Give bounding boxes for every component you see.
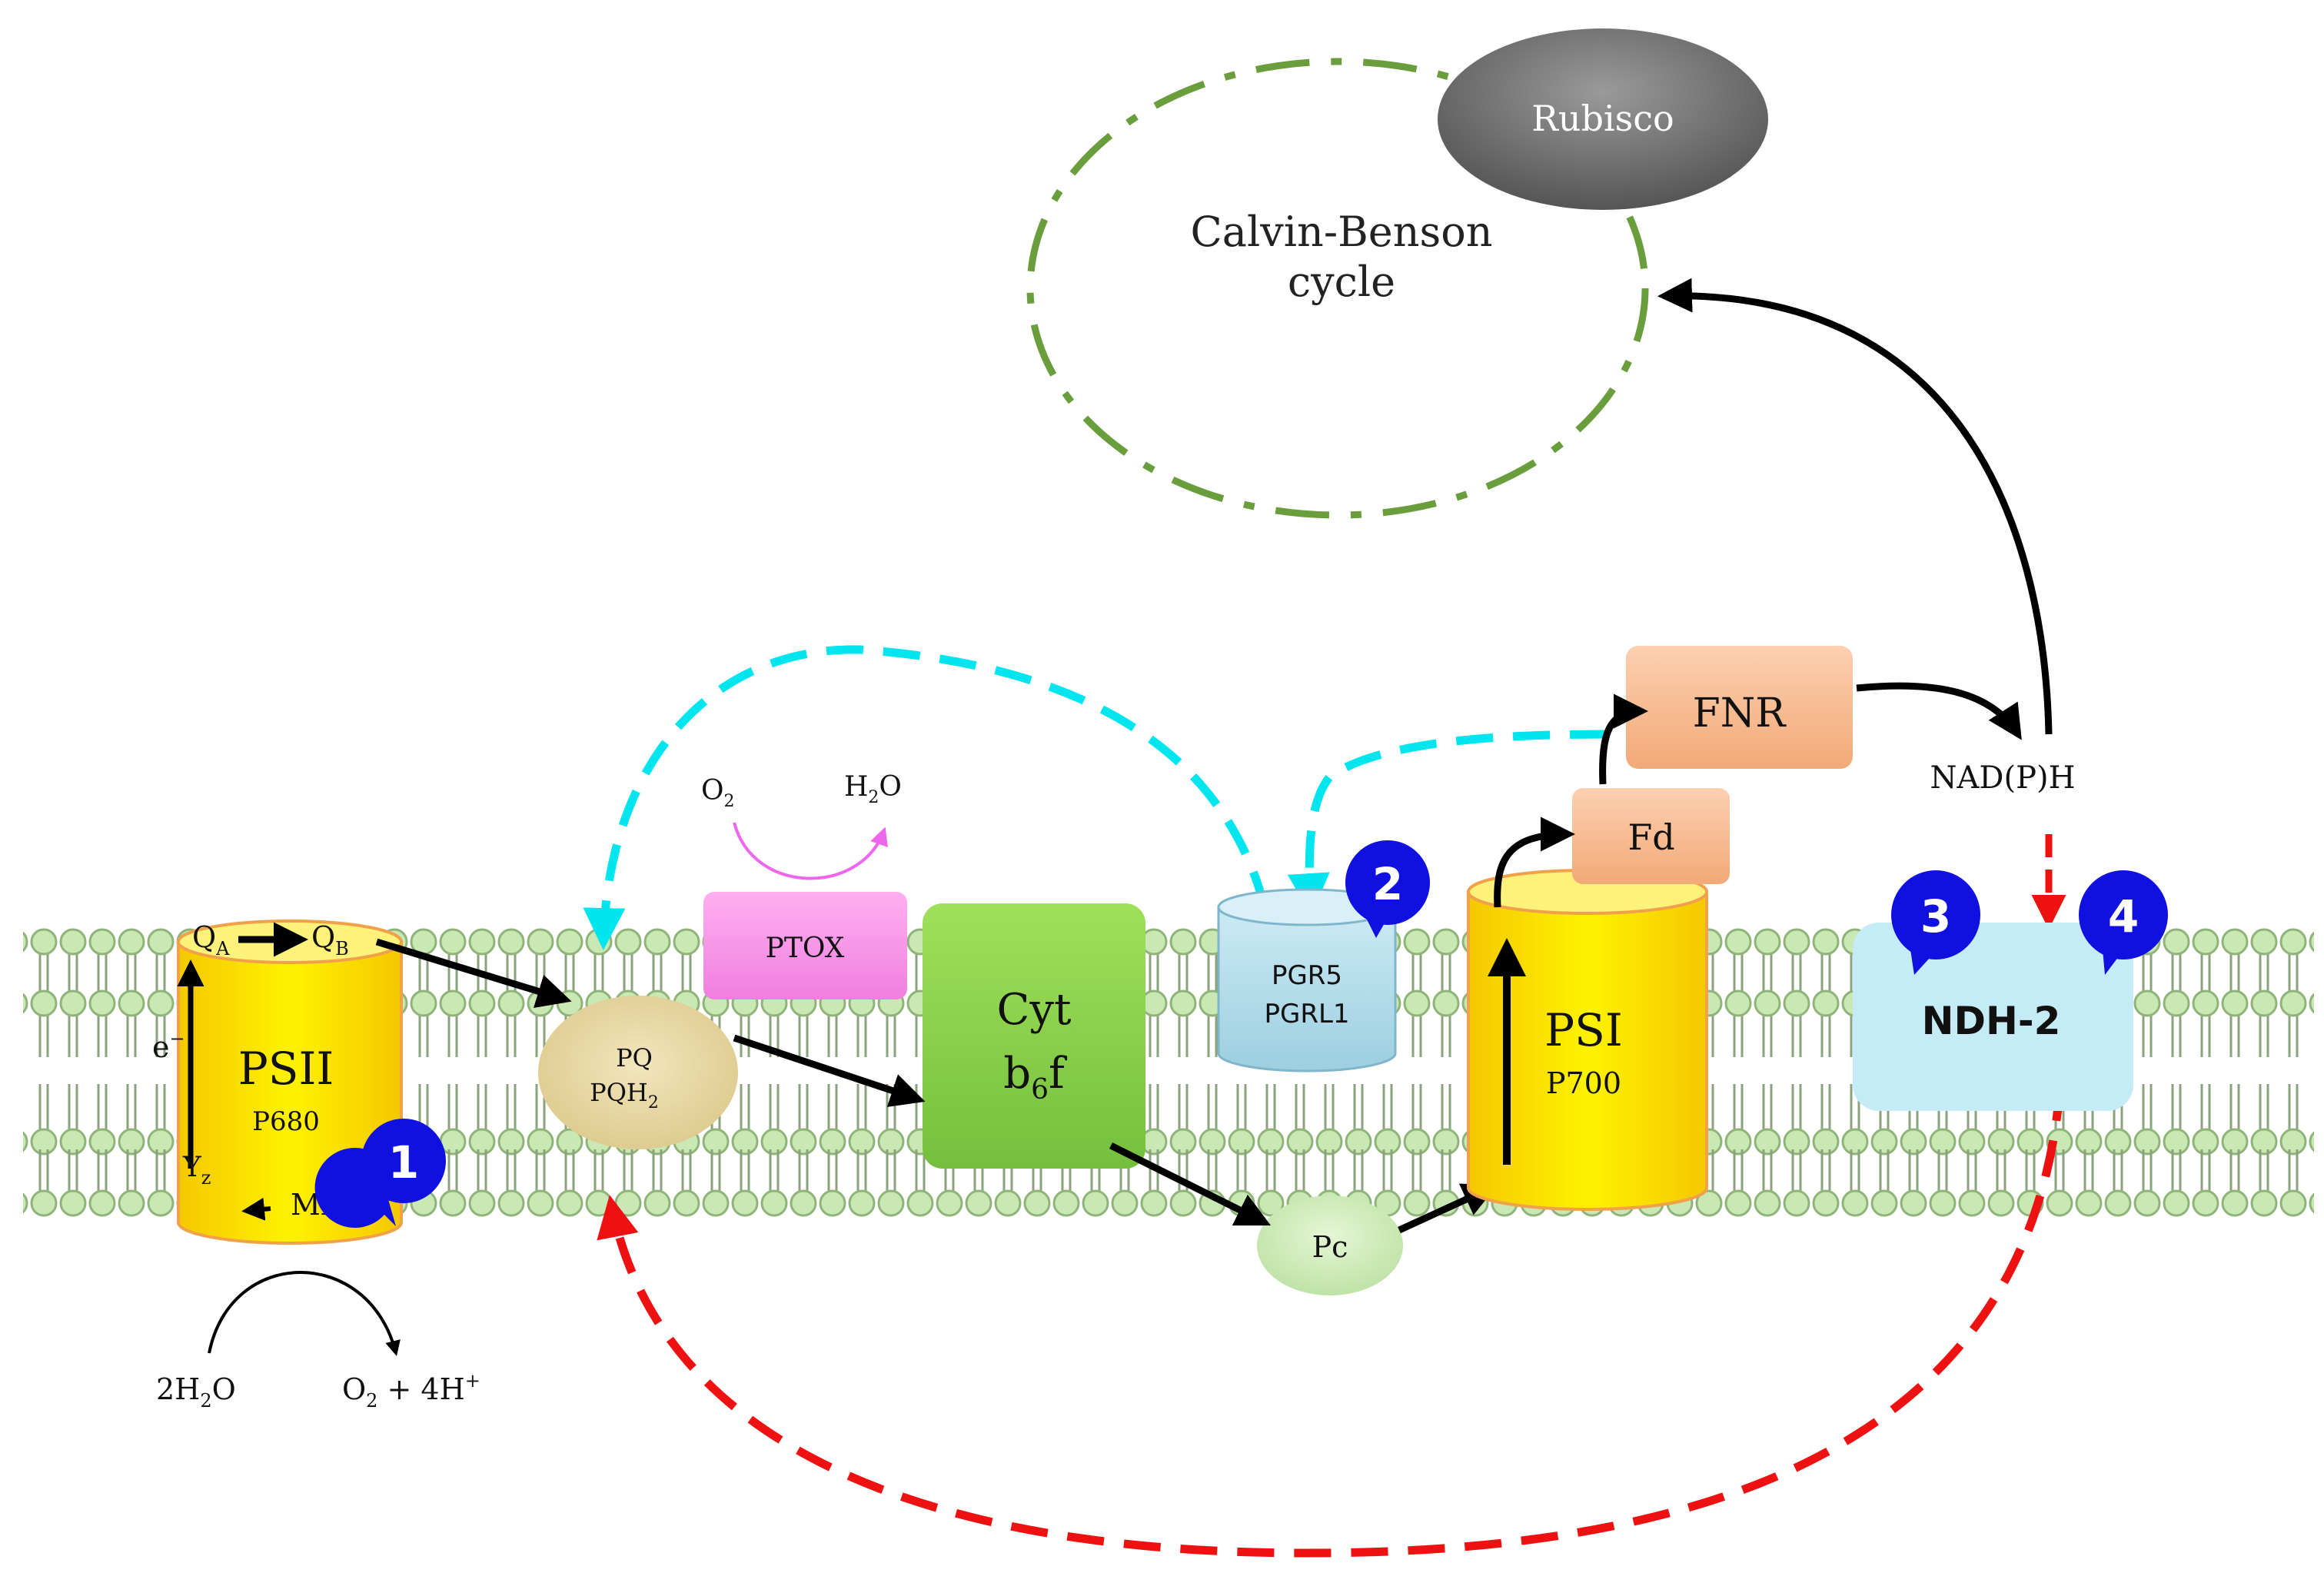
marker-3: 3 — [1891, 870, 1980, 975]
marker-2-label: 2 — [1372, 858, 1403, 910]
pgr5-label: PGR5 — [1272, 960, 1342, 991]
ndh2-to-pq-arrow — [597, 1083, 2065, 1558]
fnr-node: FNR — [1626, 646, 1853, 769]
qb-label: QB — [311, 920, 349, 959]
nadph-label: NAD(P)H — [1930, 760, 2076, 796]
water-oxidation-arrow — [208, 1271, 401, 1356]
nadph-to-calvin-arrow — [1657, 278, 2053, 735]
marker-1-label: 1 — [388, 1136, 419, 1189]
cytb6f-complex: Cyt b6f — [923, 903, 1145, 1169]
ndh2-complex: NDH-2 — [1853, 923, 2133, 1111]
ptox-reaction-arrow — [733, 822, 888, 880]
calvin-cycle-loop — [1026, 58, 1649, 519]
calvin-cycle-label-line1: Calvin-Benson — [1190, 208, 1492, 256]
ptox-node: PTOX O2 H2O — [701, 771, 907, 999]
psi-label: PSI — [1544, 1004, 1623, 1056]
pgr5-pgrl1-complex: PGR5 PGRL1 — [1217, 888, 1397, 1072]
calvin-cycle-label-line2: cycle — [1288, 258, 1395, 306]
pq-to-cytb6f-arrow — [733, 1034, 926, 1107]
psi-complex: PSI P700 — [1467, 869, 1708, 1211]
mn4-to-yz-arrow — [241, 1197, 271, 1221]
ptox-label: PTOX — [766, 933, 845, 964]
rubisco-label: Rubisco — [1531, 98, 1674, 139]
fnr-to-nadph-arrow — [1856, 682, 2022, 740]
marker-3-label: 3 — [1920, 890, 1951, 943]
qa-label: QA — [192, 920, 230, 959]
marker-4: 4 — [2079, 870, 2168, 975]
psi-to-fd-arrow — [1494, 816, 1575, 908]
psii-label: PSII — [238, 1043, 334, 1095]
ptox-oxygen-label: O2 — [701, 775, 735, 811]
water-reactant-label: 2H2O — [156, 1372, 236, 1412]
ferredoxin: Fd — [1572, 788, 1730, 884]
calvin-benson-cycle: Rubisco Calvin-Benson cycle — [1026, 28, 1768, 519]
cytb6f-to-pc-arrow — [1109, 1142, 1272, 1226]
p700-label: P700 — [1546, 1066, 1621, 1100]
fd-to-pgr5-cyclic-arrow — [1287, 730, 1608, 916]
pc-label: Pc — [1312, 1230, 1348, 1264]
pgrl1-label: PGRL1 — [1264, 999, 1349, 1029]
qb-to-pq-arrow — [375, 938, 572, 1008]
oxygen-proton-label: O2 + 4H+ — [342, 1370, 480, 1412]
plastocyanin: Pc — [1257, 1196, 1403, 1295]
fd-to-fnr-arrow — [1599, 693, 1648, 785]
marker-1: 1 — [314, 1119, 446, 1228]
ndh2-label: NDH-2 — [1922, 999, 2061, 1043]
yz-label: Yz — [182, 1152, 211, 1189]
fd-label: Fd — [1627, 816, 1674, 858]
p680-label: P680 — [252, 1106, 320, 1137]
cytb6f-label-line1: Cyt — [997, 985, 1072, 1035]
marker-4-label: 4 — [2108, 890, 2139, 943]
rubisco-node — [1438, 28, 1768, 210]
pqh2-label: PQH2 — [590, 1078, 659, 1112]
pgr5-to-pq-cyclic-arrow — [583, 645, 1269, 950]
marker-2: 2 — [1345, 840, 1430, 938]
water-splitting: 2H2O O2 + 4H+ — [156, 1271, 480, 1412]
fnr-label: FNR — [1693, 690, 1787, 737]
pq-label: PQ — [616, 1043, 653, 1072]
ptox-water-label: H2O — [844, 771, 902, 807]
cytb6f-label-line2: b6f — [1003, 1049, 1068, 1106]
pq-pool: PQ PQH2 — [538, 996, 738, 1149]
electron-label: e− — [152, 1028, 185, 1064]
